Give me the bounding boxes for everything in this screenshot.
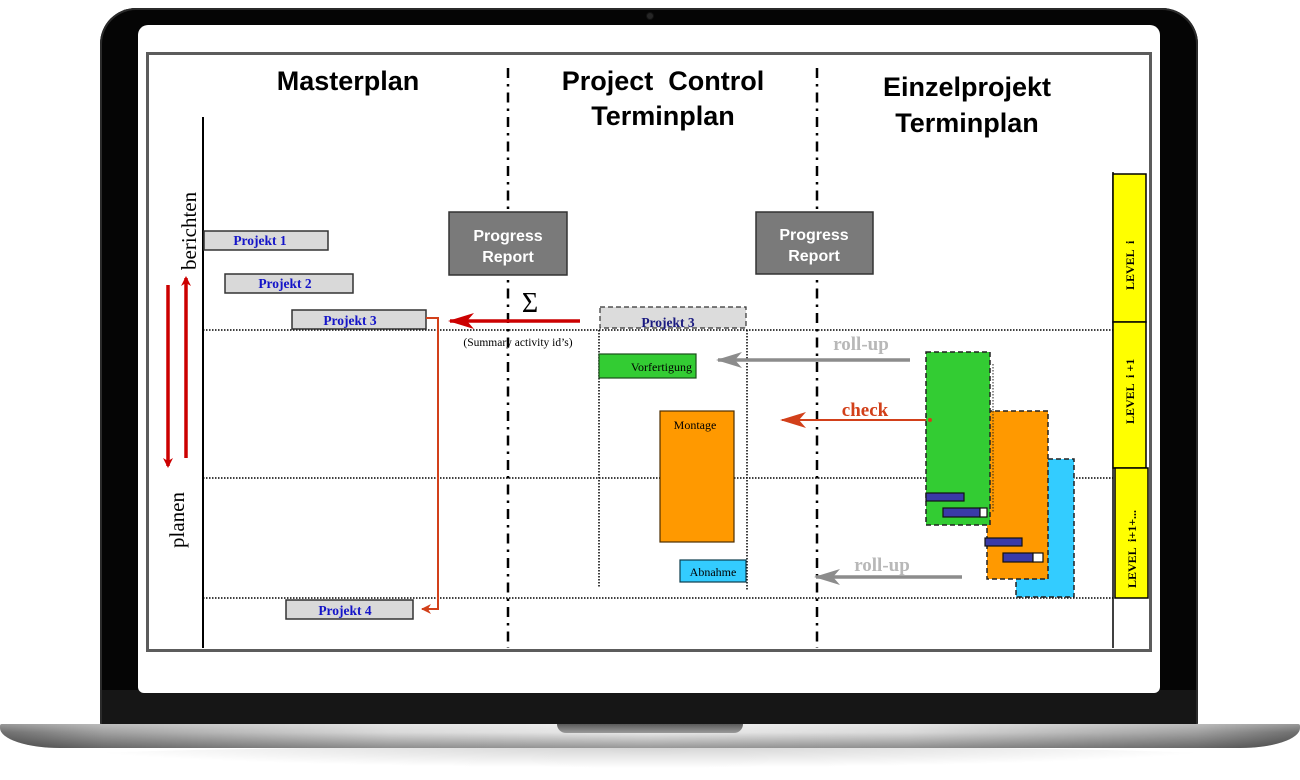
detail-schedule-green [925,351,994,526]
progress-report-line2: Report [482,249,534,266]
project-control-title-line2: Terminplan [591,101,735,131]
einzelprojekt-title-line2: Terminplan [895,108,1039,138]
rollup-top-label: roll-up [833,334,889,355]
progress-report-line1: Progress [779,227,848,244]
masterplan-project-bar: Projekt 3 [291,309,427,330]
task-bar-remaining [1032,552,1044,563]
montage-label: Montage [674,418,717,432]
sigma-symbol: Σ [522,288,538,319]
activity-abnahme: Abnahme [679,559,747,583]
progress-report-line2: Report [788,248,840,265]
project-1-label: Projekt 1 [233,233,287,248]
progress-report-line1: Progress [473,228,542,245]
masterplan-title: Masterplan [277,66,420,96]
task-bar [925,492,965,502]
level-label-i-plus-1: LEVEL i +1 [1112,321,1147,469]
task-bar [1002,552,1034,563]
einzelprojekt-title-line1: Einzelprojekt [883,72,1051,102]
laptop-bezel-bottom [102,690,1196,728]
control-summary-label: Projekt 3 [641,315,695,330]
laptop-shadow [60,746,1240,768]
masterplan-project-bar: Projekt 4 [285,599,414,620]
task-bar [942,507,981,518]
rollup-bottom-label: roll-up [854,555,910,576]
progress-report-box: Progress Report [448,211,568,276]
abnahme-label: Abnahme [690,565,737,579]
project-3-label: Projekt 3 [323,313,377,328]
webcam-icon [647,13,653,19]
project-dependency-connector [421,317,439,614]
level-i-text: LEVEL i [1123,240,1137,290]
detail-schedule-orange [984,410,1049,580]
progress-report-box: Progress Report [755,211,874,275]
control-summary-bar [599,306,747,329]
level-i-plus-n-text: LEVEL i+1+... [1125,510,1139,588]
level-label-i-plus-n: LEVEL i+1+... [1114,467,1149,599]
level-label-i: LEVEL i [1112,173,1147,323]
project-2-label: Projekt 2 [258,276,312,291]
activity-vorfertigung: Vorfertigung [598,353,697,379]
summary-activity-note: (Summary activity id’s) [463,337,572,349]
task-bar [984,537,1023,547]
project-4-label: Projekt 4 [318,603,372,618]
vorfertigung-label: Vorfertigung [631,360,692,374]
masterplan-project-bar: Projekt 2 [224,273,354,294]
activity-montage: Montage [659,410,735,543]
task-bar-remaining [979,507,988,518]
planen-label: planen [165,492,189,548]
laptop-opening-notch [557,724,743,733]
project-control-title-line1: Project Control [562,66,765,96]
check-label: check [842,400,889,421]
berichten-label: berichten [177,191,201,270]
level-i-plus-1-text: LEVEL i +1 [1123,359,1137,424]
masterplan-project-bar: Projekt 1 [203,230,329,251]
check-origin-dot [928,418,932,422]
